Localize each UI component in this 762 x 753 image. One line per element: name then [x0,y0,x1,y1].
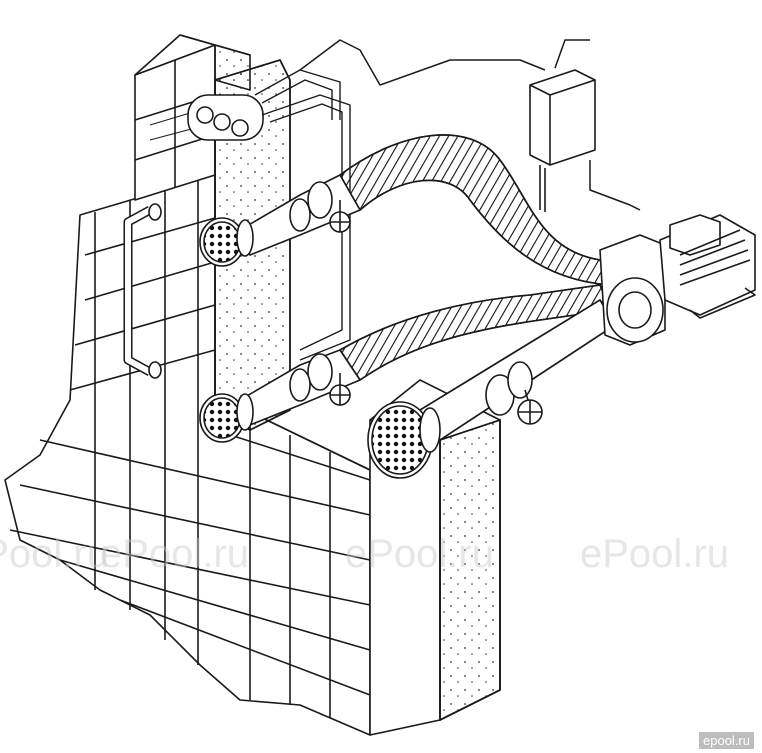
pool-wall [4,174,371,736]
watermark: ePool.ru [345,532,494,576]
control-panel [187,94,264,141]
watermark: ePool.ru [0,532,109,576]
valve [517,389,543,425]
pump-motor [599,214,756,346]
jet-nozzle [199,217,254,267]
valve [329,200,351,233]
handrail [123,203,162,379]
valve [329,373,351,406]
watermark: ePool.ru [580,532,729,576]
suction-grate [367,401,441,479]
pool-edge-pillar [134,34,251,201]
upper-jet-pipe [239,174,361,256]
corner-watermark: epool.ru [699,732,754,749]
control-pipes [254,69,351,361]
electric-cable [299,39,641,211]
jet-nozzle [199,393,254,443]
control-box [529,69,596,212]
watermark: ePool.ru [100,532,249,576]
